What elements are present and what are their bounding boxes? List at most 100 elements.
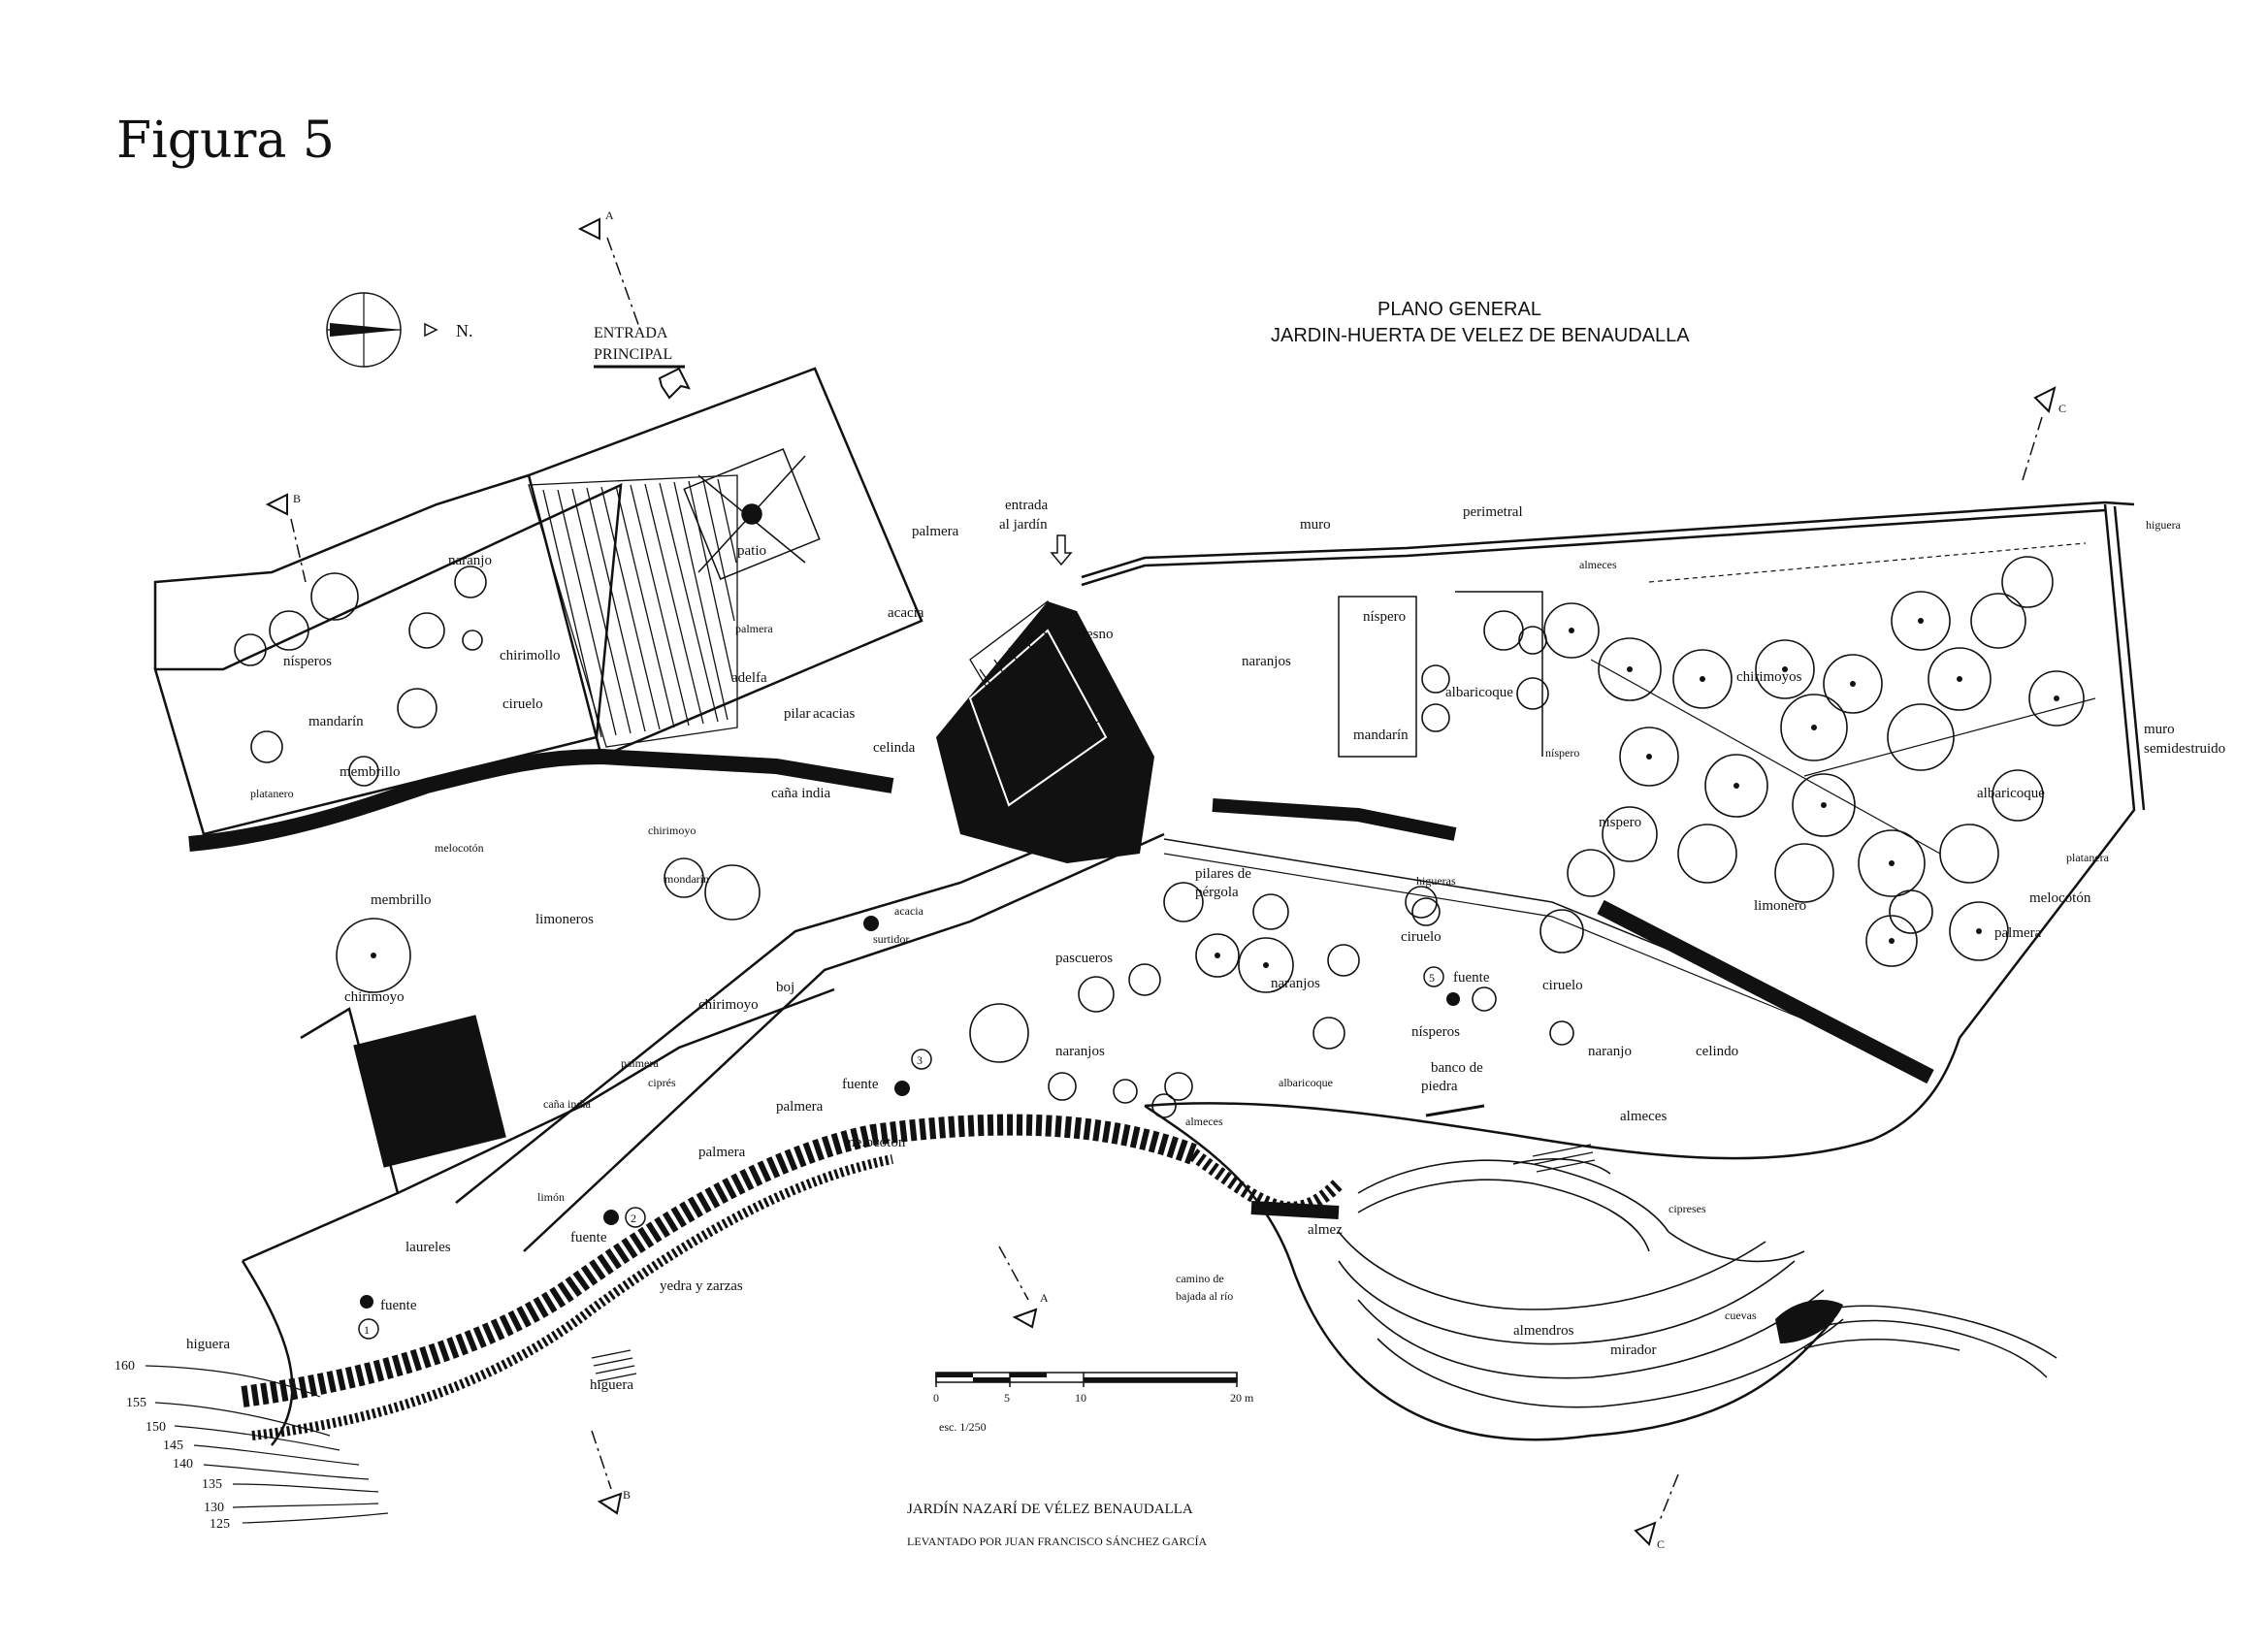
label-almendros: almendros [1513,1323,1574,1339]
label-higueras: higueras [1416,874,1456,888]
water-channel [188,748,1934,1084]
fountain-icon [863,916,879,931]
label-almeces-c: almeces [1185,1115,1223,1128]
label-naranjos-2: naranjos [1271,976,1320,991]
label-nispero-e3: níspero [1599,815,1641,830]
label-palmera-c1: palmera [621,1056,659,1070]
label-surtidor: surtidor [873,932,909,946]
tree-centers [371,618,2059,968]
label-almeces-top: almeces [1579,558,1617,571]
label-adelfa: adelfa [731,670,767,686]
label-ciruelo-e2: ciruelo [1542,978,1583,993]
contour-140: 140 [173,1457,193,1471]
label-nispero-e2: níspero [1545,746,1579,760]
label-naranjos-1: naranjos [1242,654,1291,669]
contour-lines [145,1365,389,1524]
section-marker-a-top [577,217,641,331]
label-higuera-ne: higuera [2146,518,2182,532]
label-banco-1: banco de [1431,1060,1483,1076]
section-marker-a-bottom [998,1245,1038,1329]
label-higuera-w: higuera [186,1337,230,1352]
label-palmera-e: palmera [1994,925,2042,941]
pond [353,1015,506,1168]
garden-entrance-arrow-icon [1050,534,1073,566]
stairs [591,1144,1596,1382]
label-pascueros: pascueros [1055,951,1113,966]
label-mondarin: mondarín [664,872,709,886]
label-chirimoyos: chirimoyos [1736,669,1802,685]
contour-145: 145 [163,1439,183,1453]
label-acacia-c: acacia [894,904,924,918]
label-laureles: laureles [405,1240,451,1255]
label-nispero-ne: níspero [1363,609,1406,625]
fountain-icon [894,1081,910,1096]
label-albaricoque-e: albaricoque [1445,685,1513,700]
label-cuevas: cuevas [1725,1309,1757,1322]
label-mandarin-w: mandarín [308,714,364,729]
section-marker-b-bottom [591,1430,623,1515]
scale-ratio: esc. 1/250 [939,1420,987,1434]
footer-line2: LEVANTADO POR JUAN FRANCISCO SÁNCHEZ GAR… [907,1535,1208,1548]
plan-title-line2: JARDIN-HUERTA DE VELEZ DE BENAUDALLA [1271,325,1690,346]
fountain-number-3: 3 [917,1053,923,1067]
label-chirimoyo-c1: chirimoyo [648,824,696,837]
plan-title-line1: PLANO GENERAL [1377,299,1541,320]
garden-outline [153,367,2146,1446]
entrance-arrow-icon [658,367,691,400]
label-ciruelo-w: ciruelo [502,696,543,712]
label-mirador: mirador [1610,1342,1656,1358]
label-pilares-2: pérgola [1195,885,1239,900]
label-cipreses: cipreses [1669,1202,1706,1215]
tree-symbols [234,556,2085,1118]
north-label: N. [456,321,473,340]
garden-entrance-line1: entrada [1005,498,1048,513]
label-acacia-top: acacia [888,605,924,621]
label-palmera-c3: palmera [698,1145,746,1160]
label-fresno: fresno [1077,627,1114,642]
label-higuera-sw: higuera [590,1377,633,1393]
label-naranjo-e: naranjo [1588,1044,1632,1059]
roof-hatching-2 [969,600,1107,758]
section-marker-c-top [2022,386,2057,481]
label-naranjo-w: naranjo [448,553,492,568]
label-almeces-e: almeces [1620,1109,1667,1124]
roof-hatching [528,474,738,748]
terrace-contours [1338,1158,1844,1408]
label-muro-semi-2: semidestruido [2144,741,2225,757]
section-b-top-label: B [293,492,301,505]
label-camino-1: camino de [1176,1272,1224,1285]
label-muro: muro [1300,517,1331,533]
label-palmera-c2: palmera [776,1099,824,1115]
figure-title: Figura 5 [116,112,335,170]
central-building [936,601,1154,863]
label-pilares-1: pilares de [1195,866,1251,882]
footer-line1: JARDÍN NAZARÍ DE VÉLEZ BENAUDALLA [907,1501,1193,1517]
section-a-top-label: A [605,209,614,222]
label-mandarin-e: mandarín [1353,728,1409,743]
label-membrillo-w2: membrillo [371,892,432,908]
label-ciruelo-e: ciruelo [1401,929,1442,945]
fountain-number-5: 5 [1429,971,1435,985]
label-fuente-5: fuente [1453,970,1490,986]
scale-tick-0: 0 [933,1391,939,1405]
entrance-label-line2: PRINCIPAL [594,346,672,363]
label-nisperos-w: nísperos [283,654,332,669]
fountain-icon [1446,992,1460,1006]
contour-135: 135 [202,1477,222,1492]
label-cipres: ciprés [648,1076,676,1089]
river-bank-vegetation [241,1114,1344,1440]
label-celindo: celindo [1696,1044,1738,1059]
fountain-markers [358,916,1460,1340]
label-perimetral: perimetral [1463,504,1523,520]
contour-160: 160 [114,1359,135,1374]
label-fuente-2: fuente [570,1230,607,1245]
label-platanera-e: platanera [2066,851,2110,864]
fountain-icon [603,1210,619,1225]
fountain-icon [360,1295,373,1309]
label-celinda: celinda [873,740,916,756]
vegetation-labels: naranjo nísperos chirimollo mandarín cir… [186,504,2225,1393]
label-camino-2: bajada al río [1176,1289,1233,1303]
scale-tick-10: 10 [1075,1391,1086,1405]
entrance-label-line1: ENTRADA [594,325,668,341]
garden-entrance-line2: al jardín [999,517,1048,533]
